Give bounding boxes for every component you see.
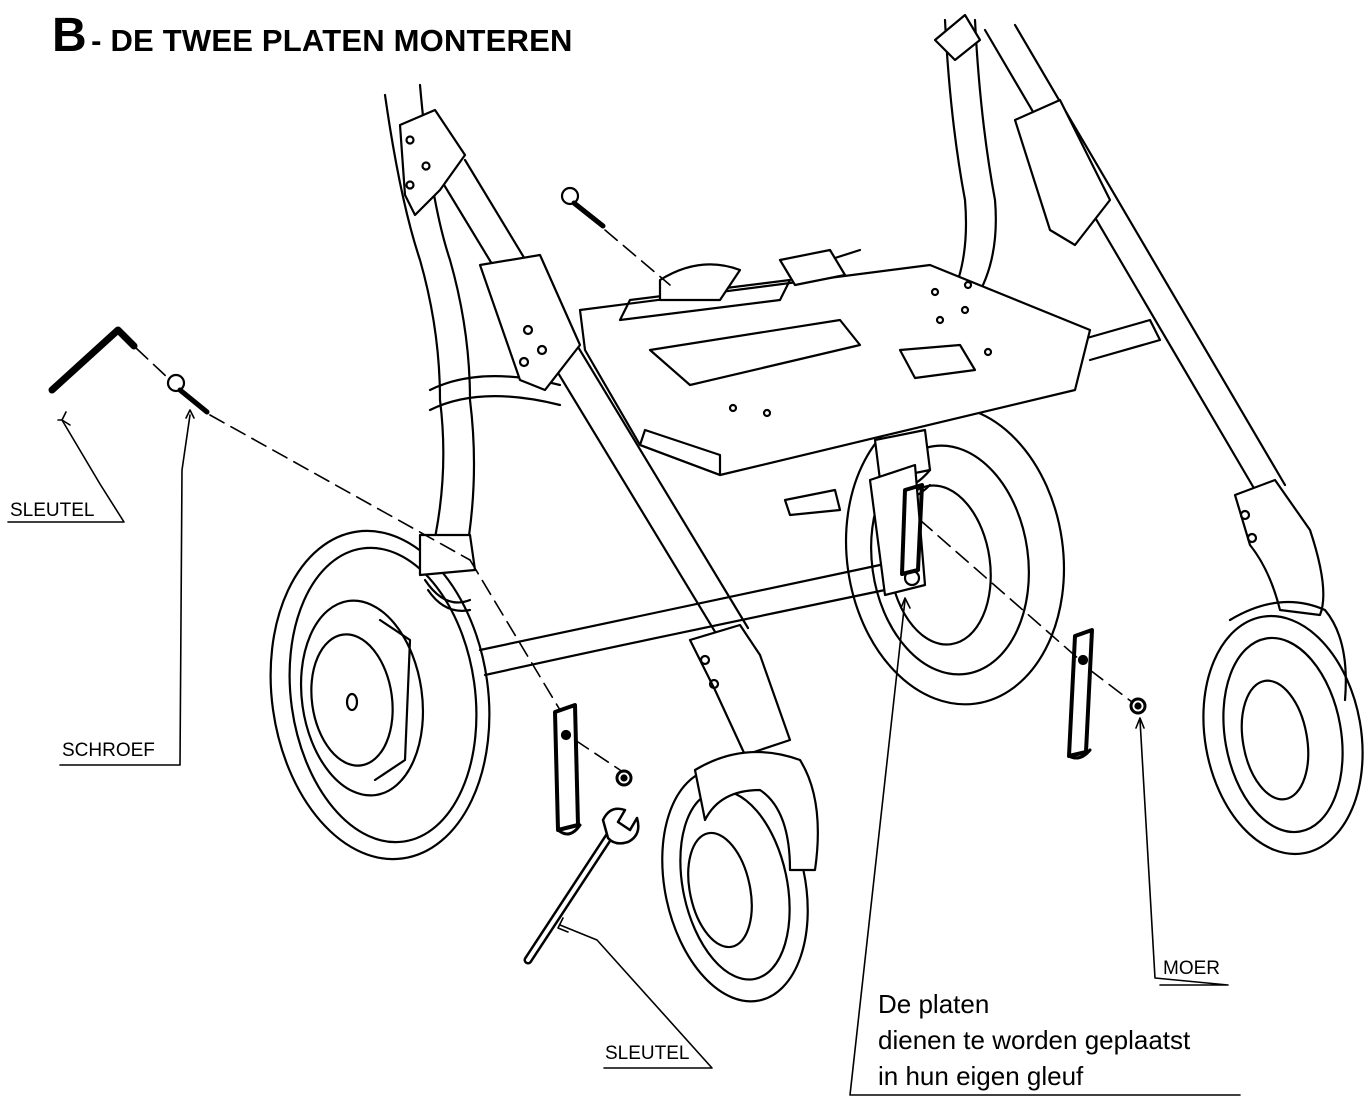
label-moer: MOER bbox=[1163, 958, 1220, 979]
label-leader-lines bbox=[7, 409, 1241, 1096]
front-right-wheel bbox=[1202, 614, 1364, 856]
mounting-plate-left bbox=[553, 703, 582, 836]
right-front-tube bbox=[983, 23, 1347, 702]
screw-left-icon bbox=[166, 373, 210, 415]
assembly-guide-lines bbox=[135, 229, 1133, 771]
left-front-tube bbox=[398, 108, 792, 757]
rear-left-wheel bbox=[269, 529, 491, 861]
note-line-1: De platen bbox=[878, 989, 990, 1019]
label-sleutel-bottom: SLEUTEL bbox=[605, 1043, 690, 1064]
page-title: B - DE TWEE PLATEN MONTEREN bbox=[52, 8, 573, 63]
mounting-plate-right bbox=[1067, 628, 1094, 760]
nut-right-icon bbox=[1129, 697, 1147, 715]
section-title: - DE TWEE PLATEN MONTEREN bbox=[91, 23, 573, 58]
hex-key-icon bbox=[48, 326, 138, 394]
label-schroef: SCHROEF bbox=[62, 740, 155, 761]
instruction-note: De platen dienen te worden geplaatst in … bbox=[878, 986, 1190, 1094]
label-sleutel-top: SLEUTEL bbox=[10, 500, 95, 521]
screw-top-icon bbox=[560, 186, 606, 229]
front-left-wheel bbox=[661, 750, 819, 1003]
nut-left-icon bbox=[615, 769, 633, 787]
note-line-2: dienen te worden geplaatst bbox=[878, 1025, 1191, 1055]
section-letter: B bbox=[52, 9, 87, 62]
note-line-3: in hun eigen gleuf bbox=[878, 1061, 1084, 1091]
mounting-plate-center bbox=[900, 483, 924, 587]
rear-right-suspension bbox=[783, 428, 932, 597]
right-rear-leg bbox=[933, 13, 997, 302]
seat-plate bbox=[578, 248, 1092, 477]
wrench-icon bbox=[523, 807, 640, 965]
left-rear-leg bbox=[383, 83, 477, 612]
